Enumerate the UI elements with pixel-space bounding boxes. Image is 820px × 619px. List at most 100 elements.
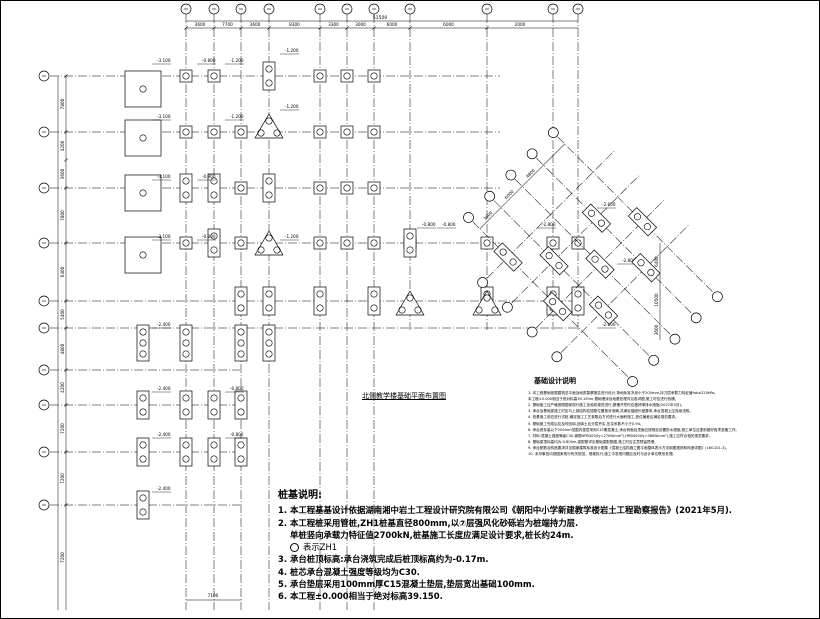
- pile-circle: [483, 239, 491, 247]
- cap-level-label: -0.800: [230, 432, 244, 437]
- cap-level-label: -2.400: [157, 432, 171, 437]
- pile-circle: [237, 441, 245, 449]
- pile-circle: [591, 255, 599, 263]
- large-pile-cap: [124, 70, 162, 108]
- pile-circle: [265, 191, 273, 199]
- pile-circle: [316, 290, 324, 298]
- cap-level-label: -3.100: [157, 58, 171, 63]
- double-pile-cap: [179, 390, 193, 420]
- dim-label: 10500: [654, 293, 659, 307]
- double-pile-cap: [136, 490, 150, 520]
- pile-circle: [343, 72, 351, 80]
- axis-bubble: [526, 326, 538, 338]
- single-pile-cap: [367, 181, 381, 195]
- capacity-line: 单桩竖向承载力特征值2700kN,桩基施工长度应满足设计要求,桩长约24m.: [290, 529, 574, 540]
- dim-label: 4200: [60, 382, 65, 393]
- dim-tick: [64, 368, 68, 372]
- pile-circle: [139, 494, 147, 502]
- pile-circle: [265, 177, 273, 185]
- double-pile-cap: [571, 286, 585, 316]
- pile-circle: [210, 394, 218, 402]
- double-pile-cap: [136, 437, 150, 467]
- cap-level-label: -1.200: [230, 58, 244, 63]
- pile-circle: [597, 219, 605, 227]
- pile-circle: [633, 213, 641, 221]
- axis-bubbles: [38, 3, 584, 511]
- pile-circle: [647, 269, 655, 277]
- single-pile-cap: [234, 236, 248, 250]
- dim-label: 5400: [60, 309, 65, 320]
- axis-bubble: [690, 312, 702, 324]
- axis-bubble: [648, 354, 660, 366]
- single-pile-cap: [234, 125, 248, 139]
- double-pile-cap: [234, 286, 248, 316]
- dim-label: 3600: [250, 22, 261, 27]
- pile-circle: [210, 128, 218, 136]
- cap-level-label: -2.400: [157, 486, 171, 491]
- pile-circle: [273, 246, 281, 254]
- pile-circle: [475, 306, 483, 314]
- pile-circle: [414, 306, 422, 314]
- design-line: 8. 基础梁顶标高均为-0.800m,梁配筋详见基础梁配筋图,施工时应注意预留预…: [528, 439, 658, 444]
- pile-circle: [237, 339, 245, 347]
- dim-label: 6000: [387, 22, 398, 27]
- pile-circle: [265, 65, 273, 73]
- dim-label: 2000: [515, 22, 526, 27]
- design-line: 6. 承台底标高以下200mm范围内垫层采用C15素混凝土,承台侧面及顶面应按规…: [528, 427, 740, 432]
- large-pile-cap: [124, 174, 162, 212]
- cap-level-label: -3.100: [157, 174, 171, 179]
- triple-pile-cap: [136, 324, 150, 362]
- dim-label: 7800: [60, 98, 65, 109]
- pile-circle: [182, 408, 190, 416]
- single-pile-cap: [207, 125, 221, 139]
- pile-circle: [139, 350, 147, 358]
- pile-circle: [237, 408, 245, 416]
- pile-circle: [588, 209, 596, 217]
- dim-tick: [64, 403, 68, 407]
- pile-circle: [574, 239, 582, 247]
- dim-tick: [64, 450, 68, 454]
- pile-circle: [316, 304, 324, 312]
- dim-tick: [408, 26, 412, 30]
- dim-label: 7800: [60, 210, 65, 221]
- dim-tick: [64, 241, 68, 245]
- pile-circle: [182, 177, 190, 185]
- double-pile-cap: [207, 390, 221, 420]
- pile-circle: [316, 128, 324, 136]
- pile-circle: [265, 328, 273, 336]
- pile-circle: [182, 72, 190, 80]
- dim-label: 7100: [208, 593, 219, 598]
- pile-circle: [237, 128, 245, 136]
- cap-level-label: -2.400: [157, 322, 171, 327]
- pile-circle: [237, 290, 245, 298]
- double-pile-cap: [262, 173, 276, 203]
- dim-tick: [184, 26, 188, 30]
- pile-circle: [316, 239, 324, 247]
- design-line: 5. 基础施工完成后应及时回填,回填土应分层夯实,压实系数不小于0.94。: [528, 421, 644, 426]
- single-pile-cap: [313, 69, 327, 83]
- dim-tick: [64, 326, 68, 330]
- dim-label: 3600: [60, 168, 65, 179]
- pile-circle: [265, 234, 273, 242]
- triple-pile-cap: [234, 324, 248, 362]
- pile-notes: 桩基说明: 1.本工程基基设计依据湖南湘中岩土工程设计研究院有限公司《朝阳中小学…: [278, 490, 732, 603]
- pile-circle: [491, 306, 499, 314]
- diagonal-axis-line: [557, 136, 714, 293]
- pile-circle: [499, 248, 507, 256]
- cap-level-label: -0.800: [202, 174, 216, 179]
- pile-circle: [601, 265, 609, 273]
- design-line: 4. 桩基施工前应进行试桩,确定施工工艺参数后方可进行大面积施工,桩位偏差应满足…: [528, 415, 679, 420]
- dim-label: 3300: [328, 22, 339, 27]
- pile-legend: 表示ZH1: [278, 541, 578, 553]
- pile-circle: [549, 239, 557, 247]
- pile-circle: [370, 72, 378, 80]
- pile-circle: [237, 350, 245, 358]
- triple-pile-cap: [179, 324, 193, 362]
- pile-notes-title: 桩基说明:: [278, 490, 322, 501]
- cap-level-labels: -0.800-1.200-1.200-1.200-1.200-3.100-3.1…: [152, 48, 636, 493]
- double-pile-cap: [262, 61, 276, 91]
- note-item-4: 4.桩芯承台混凝土强度等级均为C30.: [278, 566, 420, 577]
